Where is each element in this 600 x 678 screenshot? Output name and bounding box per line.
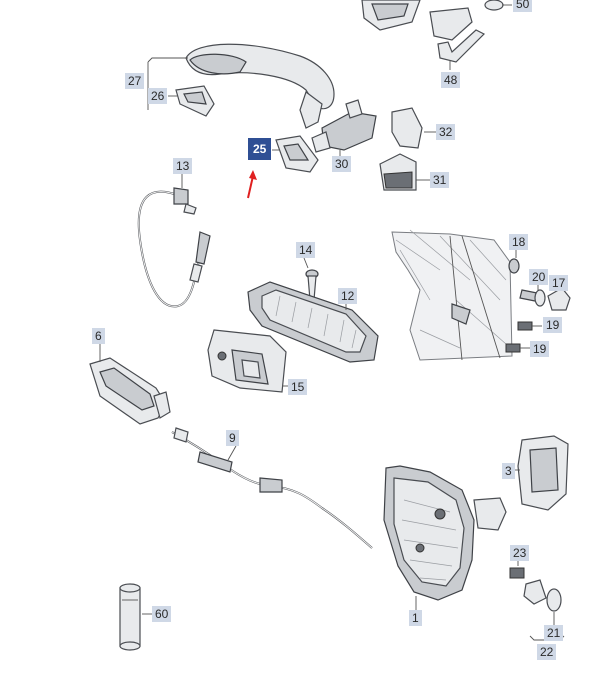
label-26[interactable]: 26 (148, 88, 168, 104)
part-20-bolt[interactable] (519, 289, 546, 307)
part-12-handle-bracket[interactable] (247, 281, 379, 363)
label-19-lower[interactable]: 19 (530, 341, 550, 357)
part-21-washer[interactable] (546, 588, 562, 612)
label-1[interactable]: 1 (409, 610, 422, 626)
part-30-lock-cylinder[interactable] (311, 99, 377, 153)
label-48[interactable]: 48 (441, 72, 461, 88)
label-3[interactable]: 3 (502, 463, 515, 479)
part-50-cap[interactable] (484, 0, 504, 11)
label-22[interactable]: 22 (537, 644, 557, 660)
part-17-cap[interactable] (547, 287, 571, 311)
part-31-cap[interactable] (379, 153, 417, 191)
label-60[interactable]: 60 (152, 606, 172, 622)
label-14[interactable]: 14 (296, 242, 316, 258)
part-23-bolt[interactable] (509, 567, 525, 579)
part-60-grease-tube[interactable] (119, 583, 141, 651)
part-6-interior-handle[interactable] (89, 357, 171, 425)
label-20[interactable]: 20 (529, 269, 549, 285)
label-27[interactable]: 27 (125, 73, 145, 89)
part-27-outer-handle[interactable] (185, 43, 335, 129)
part-top-key-housing[interactable] (361, 0, 421, 31)
part-top-clip[interactable] (429, 7, 473, 41)
highlight-arrow (247, 170, 257, 199)
part-19-screw-a[interactable] (517, 321, 533, 331)
label-23[interactable]: 23 (510, 545, 530, 561)
label-32[interactable]: 32 (436, 124, 456, 140)
part-26-gasket[interactable] (175, 85, 215, 117)
label-31[interactable]: 31 (430, 172, 450, 188)
part-14-screw[interactable] (305, 269, 319, 301)
label-17[interactable]: 17 (549, 275, 569, 291)
label-6[interactable]: 6 (92, 328, 105, 344)
label-50[interactable]: 50 (513, 0, 533, 12)
label-30[interactable]: 30 (332, 156, 352, 172)
part-22-striker[interactable] (523, 579, 547, 605)
label-18[interactable]: 18 (509, 234, 529, 250)
label-25-highlighted[interactable]: 25 (248, 138, 272, 160)
label-12[interactable]: 12 (338, 288, 358, 304)
label-15[interactable]: 15 (288, 379, 308, 395)
part-32-cap[interactable] (391, 107, 423, 149)
door-panel-outline (391, 229, 513, 361)
part-3-lock-cover[interactable] (517, 435, 569, 511)
part-13-cable[interactable] (137, 187, 211, 308)
label-13[interactable]: 13 (173, 158, 193, 174)
part-19-screw-b[interactable] (505, 343, 521, 353)
part-18-clip[interactable] (508, 258, 520, 274)
part-15-cover-plate[interactable] (207, 329, 287, 393)
label-19-upper[interactable]: 19 (543, 317, 563, 333)
part-25-gasket[interactable] (275, 135, 319, 173)
part-48-seal[interactable] (437, 29, 486, 63)
part-9-cable[interactable] (171, 427, 373, 549)
label-9[interactable]: 9 (226, 430, 239, 446)
part-1-door-lock[interactable] (383, 465, 507, 601)
label-21[interactable]: 21 (544, 625, 564, 641)
